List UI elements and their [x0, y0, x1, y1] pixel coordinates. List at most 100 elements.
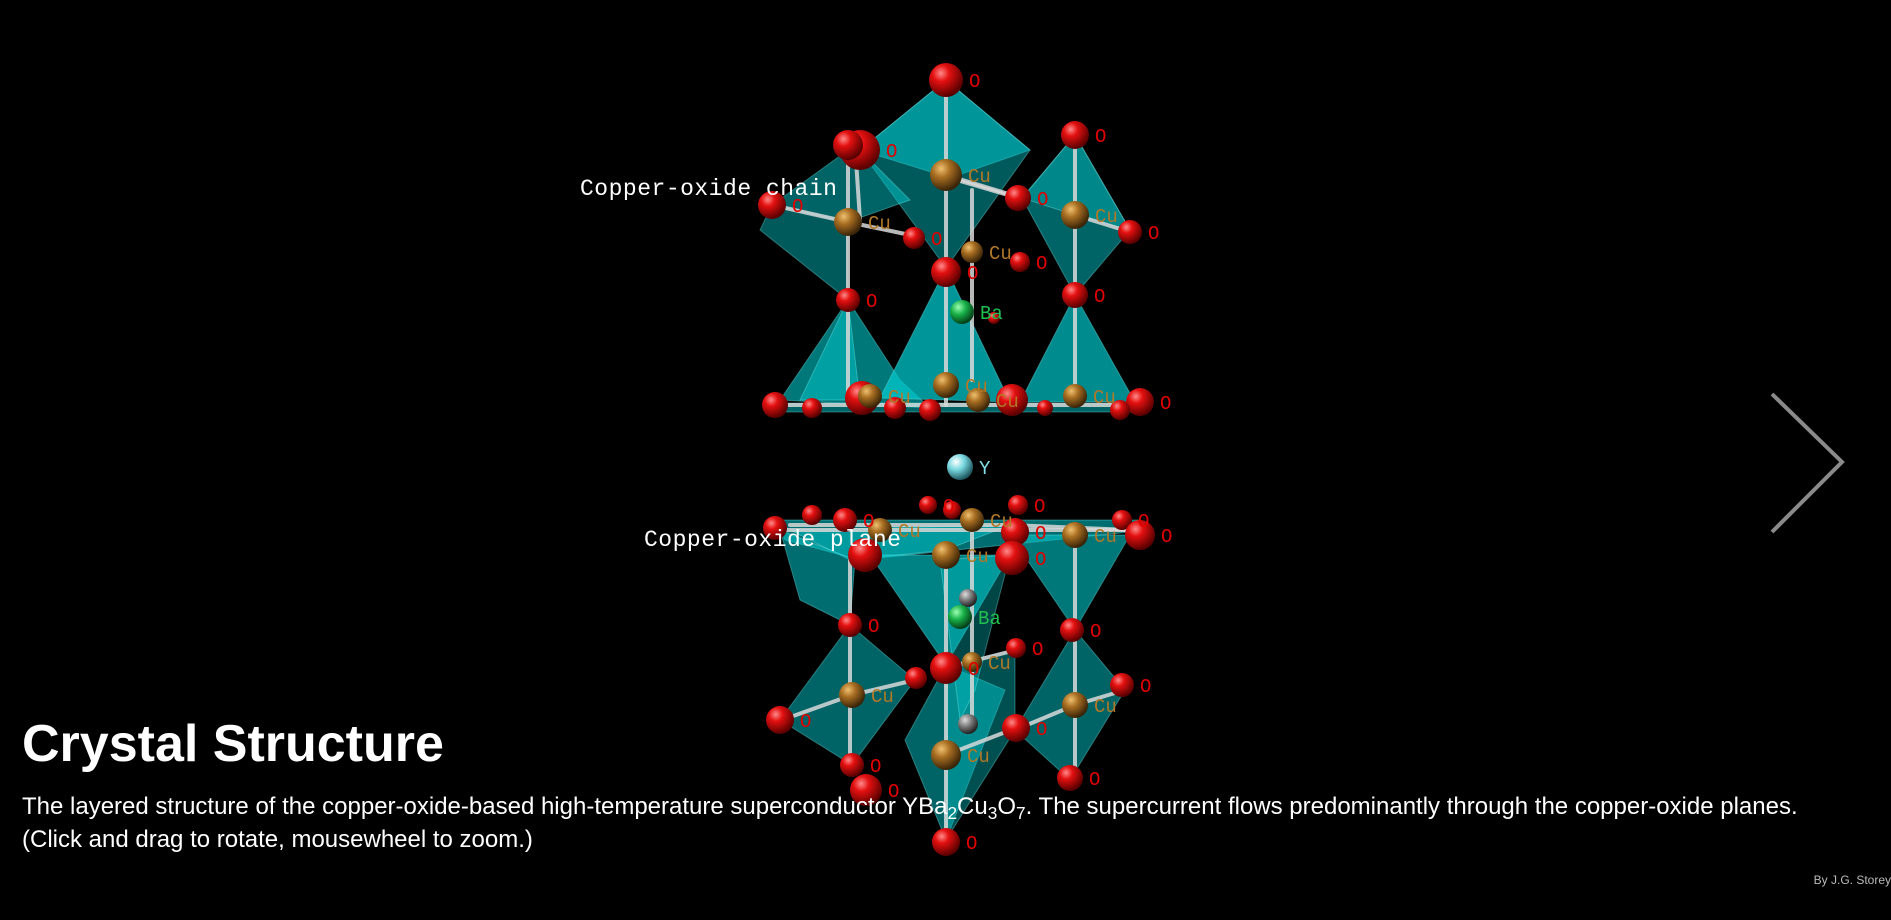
oxygen-atom	[905, 667, 927, 689]
oxygen-label: O	[969, 71, 980, 93]
vacancy-atom	[959, 589, 977, 607]
oxygen-label: O	[967, 263, 978, 285]
oxygen-label: O	[1036, 719, 1047, 741]
oxygen-label: O	[1090, 621, 1101, 643]
oxygen-atom	[943, 501, 961, 519]
oxygen-label: O	[1089, 769, 1100, 791]
copper-oxide-chain-label: Copper-oxide chain	[580, 176, 838, 202]
copper-label: Cu	[868, 213, 891, 235]
copper-atom	[868, 518, 892, 542]
oxygen-label: O	[792, 196, 803, 218]
copper-atom	[933, 372, 959, 398]
formula-ba: Ba	[918, 793, 948, 821]
barium-atom	[950, 300, 974, 324]
copper-atom	[1062, 692, 1088, 718]
copper-label: Cu	[1094, 526, 1117, 548]
oxygen-label: O	[931, 229, 942, 251]
oxygen-atom	[763, 516, 787, 540]
oxygen-label: O	[870, 756, 881, 778]
oxygen-label: O	[968, 659, 979, 681]
oxygen-atom	[838, 613, 862, 637]
slide-title: Crystal Structure	[22, 715, 444, 773]
oxygen-atom	[840, 753, 864, 777]
copper-label: Cu	[898, 521, 921, 543]
oxygen-label: O	[1035, 523, 1046, 545]
oxygen-atom	[1110, 400, 1130, 420]
formula-o: O	[997, 793, 1017, 821]
oxygen-atom	[1061, 121, 1089, 149]
oxygen-atom	[930, 652, 962, 684]
oxygen-atom	[1006, 638, 1026, 658]
oxygen-atom	[1126, 388, 1154, 416]
oxygen-atom	[1037, 400, 1053, 416]
copper-label: Cu	[1093, 387, 1116, 409]
oxygen-label: O	[1034, 496, 1045, 518]
copper-label: Cu	[965, 376, 988, 398]
oxygen-atom	[1002, 714, 1030, 742]
oxygen-atom	[848, 538, 882, 572]
copper-label: Cu	[1094, 696, 1117, 718]
oxygen-atom	[1001, 518, 1029, 546]
oxygen-atom	[995, 541, 1029, 575]
copper-label: Cu	[967, 746, 990, 768]
oxygen-label: O	[1095, 126, 1106, 148]
oxygen-atom	[836, 288, 860, 312]
oxygen-atom	[1112, 510, 1132, 530]
copper-atom	[962, 652, 982, 672]
polyhedron-face	[1009, 534, 1131, 631]
copper-label: Cu	[988, 653, 1011, 675]
oxygen-atom	[1005, 185, 1031, 211]
oxygen-label: O	[1032, 639, 1043, 661]
oxygen-atom	[1060, 618, 1084, 642]
copper-atom	[960, 508, 984, 532]
copper-label: Cu	[990, 511, 1013, 533]
copper-label: Cu	[968, 166, 991, 188]
oxygen-atom	[802, 505, 822, 525]
oxygen-atom	[1008, 495, 1028, 515]
copper-atom	[930, 159, 962, 191]
oxygen-label: O	[1037, 189, 1048, 211]
oxygen-atom	[903, 227, 925, 249]
copper-atom	[932, 541, 960, 569]
copper-atom	[1063, 384, 1087, 408]
oxygen-atom	[1110, 673, 1134, 697]
copper-atom	[1061, 201, 1089, 229]
oxygen-label: O	[868, 616, 879, 638]
yttrium-atom	[947, 454, 973, 480]
copper-label: Cu	[1095, 206, 1118, 228]
oxygen-atom	[932, 828, 960, 856]
oxygen-atom	[762, 392, 788, 418]
slide-description: The layered structure of the copper-oxid…	[22, 791, 1822, 856]
oxygen-label: O	[863, 511, 874, 533]
oxygen-atom	[919, 496, 937, 514]
description-text-end: . The supercurrent flows predominantly t…	[22, 793, 1798, 853]
oxygen-label: O	[888, 781, 899, 803]
oxygen-atom	[1118, 220, 1142, 244]
oxygen-atom	[931, 257, 961, 287]
formula-ba-subscript: 2	[947, 803, 958, 824]
oxygen-atom	[996, 384, 1028, 416]
oxygen-atom	[1062, 282, 1088, 308]
formula-cu-subscript: 3	[987, 803, 998, 824]
barium-label: Ba	[978, 608, 1001, 630]
vacancy-atom	[958, 714, 978, 734]
copper-label: Cu	[989, 243, 1012, 265]
oxygen-label: O	[1138, 511, 1149, 533]
oxygen-atom	[758, 191, 786, 219]
author-credit: By J.G. Storey	[1813, 873, 1891, 887]
oxygen-atom	[929, 63, 963, 97]
next-slide-button[interactable]	[1760, 390, 1850, 540]
oxygen-atom	[766, 706, 794, 734]
oxygen-atom	[1125, 520, 1155, 550]
description-text-start: The layered structure of the copper-oxid…	[22, 793, 903, 821]
formula-o-subscript: 7	[1016, 803, 1026, 824]
barium-label: Ba	[980, 303, 1003, 325]
oxygen-atom	[833, 130, 863, 160]
oxygen-label: O	[1036, 253, 1047, 275]
chemical-formula: YBa2Cu3O7	[902, 793, 1026, 824]
oxygen-label: O	[943, 496, 954, 518]
oxygen-label: O	[800, 711, 811, 733]
formula-cu: Cu	[957, 793, 988, 821]
